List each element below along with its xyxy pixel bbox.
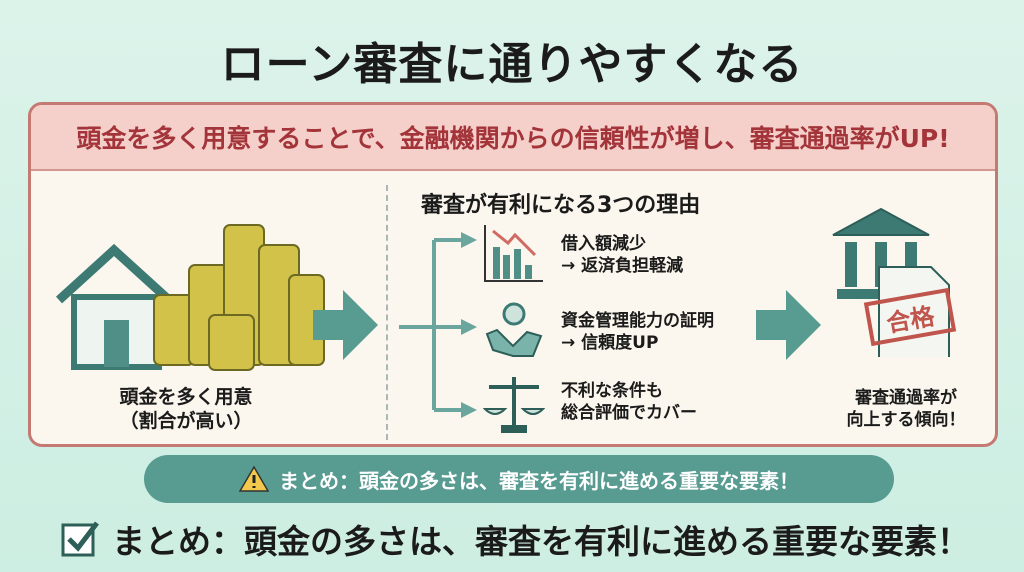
right-label-line1: 審査通過率が <box>855 388 957 408</box>
house-coins-icon <box>55 224 325 371</box>
handshake-icon <box>485 302 543 357</box>
reason-1-line2: → 返済負担軽減 <box>561 256 684 276</box>
right-label: 審査通過率が 向上する傾向！ <box>821 387 991 431</box>
bottom-summary-text: まとめ：頭金の多さは、審査を有利に進める重要な要素！ <box>112 522 970 561</box>
left-label-line1: 頭金を多く用意 <box>119 386 253 408</box>
divider <box>386 185 388 440</box>
left-label: 頭金を多く用意 （割合が高い） <box>71 385 301 433</box>
reason-3-line2: 総合評価でカバー <box>561 403 697 423</box>
reason-2-line1: 資金管理能力の証明 <box>561 311 714 331</box>
summary-pill-text: まとめ：頭金の多さは、審査を有利に進める重要な要素！ <box>279 468 799 493</box>
reason-2-line2: → 信頼度UP <box>561 333 659 353</box>
banner: 頭金を多く用意することで、金融機関からの信頼性が増し、審査通過率がUP! <box>31 105 995 171</box>
bottom-summary: まとめ：頭金の多さは、審査を有利に進める重要な要素！ <box>60 515 970 563</box>
reason-item-1: 借入額減少 → 返済負担軽減 <box>561 233 683 277</box>
reason-item-2: 資金管理能力の証明 → 信頼度UP <box>561 310 714 354</box>
scale-icon <box>483 377 545 433</box>
main-panel: 頭金を多く用意することで、金融機関からの信頼性が増し、審査通過率がUP! 頭金を… <box>28 102 998 447</box>
arrow-right-icon <box>313 290 378 360</box>
reason-1-line1: 借入額減少 <box>561 234 646 254</box>
bank-document-icon <box>832 207 957 357</box>
page-title: ローン審査に通りやすくなる <box>220 39 804 90</box>
reason-3-line1: 不利な条件も <box>561 381 663 401</box>
checkbox-check-icon <box>61 521 99 557</box>
arrow-right-icon <box>756 290 821 360</box>
chart-down-icon <box>484 225 543 282</box>
right-label-line2: 向上する傾向！ <box>846 410 966 430</box>
warning-icon <box>239 466 269 492</box>
branch-arrows <box>399 232 477 418</box>
reasons-heading: 審査が有利になる3つの理由 <box>421 193 701 218</box>
summary-pill: まとめ：頭金の多さは、審査を有利に進める重要な要素！ <box>144 455 894 503</box>
reason-item-3: 不利な条件も 総合評価でカバー <box>561 380 697 424</box>
left-label-line2: （割合が高い） <box>119 410 253 432</box>
